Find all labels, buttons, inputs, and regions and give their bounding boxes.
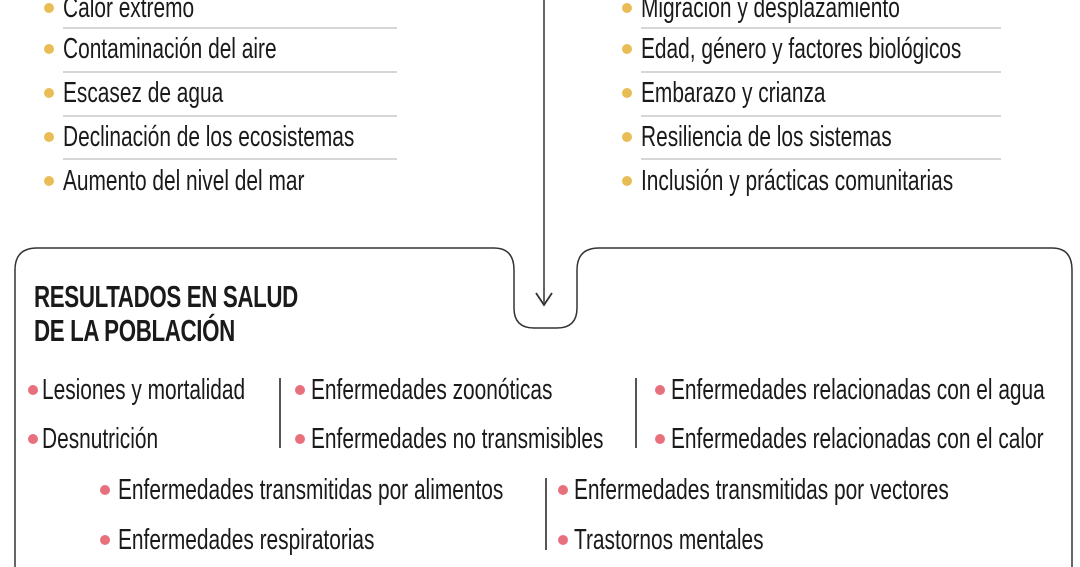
bullet-icon (44, 176, 54, 186)
arrow-head-icon (535, 292, 553, 307)
bullet-icon (622, 176, 632, 186)
bullet-icon (655, 385, 665, 395)
divider (641, 27, 1001, 29)
item-label: Trastornos mentales (574, 524, 764, 556)
bullet-icon (622, 3, 632, 13)
bullet-icon (44, 88, 54, 98)
item-label: Enfermedades transmitidas por vectores (574, 474, 949, 506)
item-label: Inclusión y prácticas comunitarias (641, 165, 954, 197)
divider (63, 27, 397, 29)
column-divider (635, 378, 637, 448)
item-label: Resiliencia de los sistemas (641, 121, 892, 153)
bullet-icon (295, 434, 305, 444)
divider (63, 158, 397, 160)
bullet-icon (28, 385, 38, 395)
bullet-icon (28, 434, 38, 444)
item-label: Declinación de los ecosistemas (63, 121, 355, 153)
item-label: Lesiones y mortalidad (42, 374, 246, 406)
section-title: DE LA POBLACIÓN (34, 313, 235, 348)
bullet-icon (558, 535, 568, 545)
item-label: Embarazo y crianza (641, 77, 826, 109)
item-label: Desnutrición (42, 423, 159, 455)
bullet-icon (295, 385, 305, 395)
divider (641, 71, 1001, 73)
item-label: Aumento del nivel del mar (63, 165, 305, 197)
bullet-icon (100, 485, 110, 495)
item-label: Enfermedades transmitidas por alimentos (118, 474, 504, 506)
bullet-icon (622, 132, 632, 142)
item-label: Enfermedades zoonóticas (311, 374, 553, 406)
item-label: Edad, género y factores biológicos (641, 33, 962, 65)
bullet-icon (44, 132, 54, 142)
divider (641, 158, 1001, 160)
bullet-icon (558, 485, 568, 495)
item-label: Calor extremo (63, 0, 195, 24)
bullet-icon (622, 88, 632, 98)
bullet-icon (44, 44, 54, 54)
divider (63, 115, 397, 117)
item-label: Enfermedades respiratorias (118, 524, 375, 556)
bullet-icon (100, 535, 110, 545)
box-border (14, 247, 1073, 567)
bullet-icon (44, 3, 54, 13)
section-title: RESULTADOS EN SALUD (34, 279, 298, 314)
divider (63, 71, 397, 73)
item-label: Contaminación del aire (63, 33, 277, 65)
item-label: Migración y desplazamiento (641, 0, 900, 24)
item-label: Enfermedades no transmisibles (311, 423, 604, 455)
item-label: Enfermedades relacionadas con el calor (671, 423, 1044, 455)
bullet-icon (622, 44, 632, 54)
item-label: Escasez de agua (63, 77, 224, 109)
divider (641, 115, 1001, 117)
bullet-icon (655, 434, 665, 444)
column-divider (545, 478, 547, 550)
column-divider (279, 378, 281, 448)
item-label: Enfermedades relacionadas con el agua (671, 374, 1045, 406)
